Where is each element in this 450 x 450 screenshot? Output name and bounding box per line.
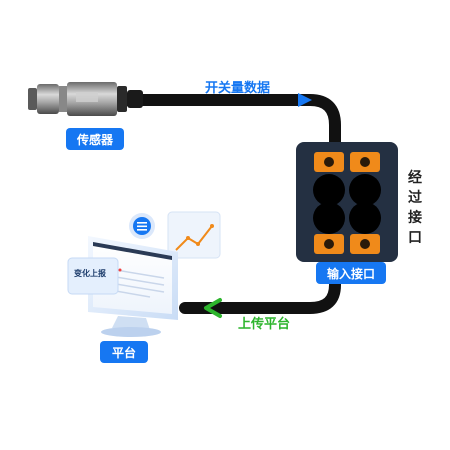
- sensor-label: 传感器: [66, 128, 124, 150]
- via-interface-char: 接: [408, 210, 422, 226]
- chart-card: [167, 211, 221, 259]
- via-interface-char: 经: [408, 170, 422, 186]
- upload-platform-label: 上传平台: [238, 317, 291, 332]
- input-module: [296, 142, 398, 262]
- arrow-left-icon: [204, 298, 222, 318]
- switch-data-label: 开关量数据: [205, 81, 271, 96]
- menu-icon: [129, 213, 155, 239]
- via-interface-char: 过: [408, 190, 422, 206]
- platform-label: 平台: [100, 341, 148, 363]
- monitor-card-label: 变化上报: [74, 269, 106, 278]
- platform-monitor: [67, 211, 221, 337]
- via-interface-vertical-label: 经 过 接 口: [404, 168, 426, 248]
- input-interface-label: 输入接口: [316, 262, 386, 284]
- sensor-device: [28, 82, 143, 116]
- via-interface-char: 口: [408, 230, 422, 246]
- arrow-right-icon: [298, 93, 312, 107]
